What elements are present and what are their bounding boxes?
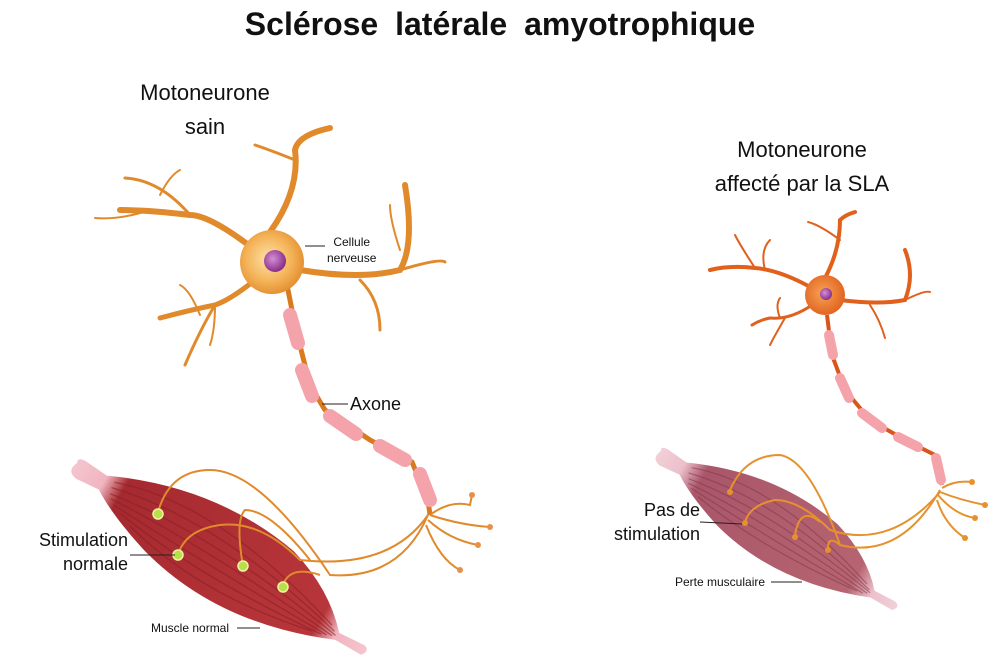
affected-heading-line2: affecté par la SLA [714, 171, 890, 196]
stimulation-normal-line2: normale [62, 554, 128, 574]
no-stimulation-line2: stimulation [613, 524, 700, 544]
healthy-synapses [152, 508, 289, 593]
affected-axon-terminals [729, 453, 986, 549]
healthy-heading-line2: sain [184, 114, 226, 139]
healthy-heading: Motoneurone sain [105, 76, 305, 144]
stimulation-normal-line1: Stimulation [38, 530, 128, 550]
healthy-dendrites [94, 125, 447, 367]
cell-label-line2: nerveuse [327, 251, 377, 265]
affected-nucleus [820, 288, 832, 300]
axon-label: Axone [350, 394, 402, 414]
healthy-muscle [71, 459, 367, 655]
cell-label: Cellule nerveuse [327, 234, 376, 266]
affected-heading: Motoneurone affecté par la SLA [652, 133, 952, 201]
muscle-loss-label: Perte musculaire [675, 575, 766, 589]
affected-dendrites [708, 210, 931, 346]
muscle-normal-label: Muscle normal [151, 621, 230, 635]
stimulation-normal-label: Stimulation normale [28, 528, 128, 576]
healthy-nucleus [264, 250, 286, 272]
no-stimulation-line1: Pas de [643, 500, 700, 520]
no-stimulation-label: Pas de stimulation [600, 498, 700, 546]
affected-muscle [655, 447, 898, 611]
cell-label-line1: Cellule [333, 235, 371, 249]
page-title: Sclérose latérale amyotrophique [244, 6, 756, 42]
affected-axon [825, 314, 944, 486]
label-pointers [130, 245, 802, 629]
healthy-myelin [283, 308, 437, 507]
affected-myelin [824, 330, 946, 485]
healthy-heading-line1: Motoneurone [140, 80, 270, 105]
healthy-axon-terminals [157, 468, 491, 586]
affected-heading-line1: Motoneurone [737, 137, 867, 162]
